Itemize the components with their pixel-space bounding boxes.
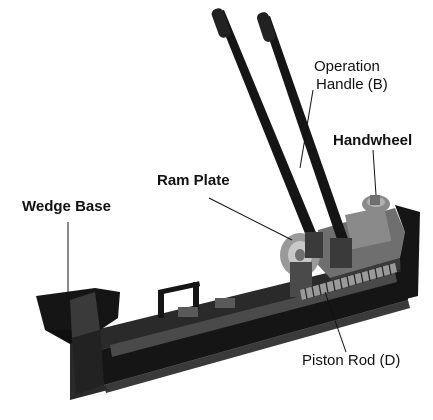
label-operation-handle-line1: Operation xyxy=(314,58,380,75)
label-ram-plate: Ram Plate xyxy=(157,172,230,189)
log-stop-brackets xyxy=(158,281,235,318)
handwheel xyxy=(362,195,390,213)
leader-handwheel xyxy=(372,149,377,196)
leader-piston-rod xyxy=(324,291,347,353)
leader-ram-plate xyxy=(208,197,293,241)
wedge-base xyxy=(36,288,120,400)
label-piston-rod: Piston Rod (D) xyxy=(302,352,401,369)
leader-operation-handle xyxy=(299,89,314,169)
leader-lines xyxy=(67,89,377,353)
operation-handles xyxy=(211,8,352,268)
label-handwheel: Handwheel xyxy=(333,132,413,149)
label-wedge-base: Wedge Base xyxy=(22,198,111,215)
splitter-beam xyxy=(95,255,410,393)
piston-rod xyxy=(300,263,397,300)
label-operation-handle-line2: Handle (B) xyxy=(316,76,388,93)
